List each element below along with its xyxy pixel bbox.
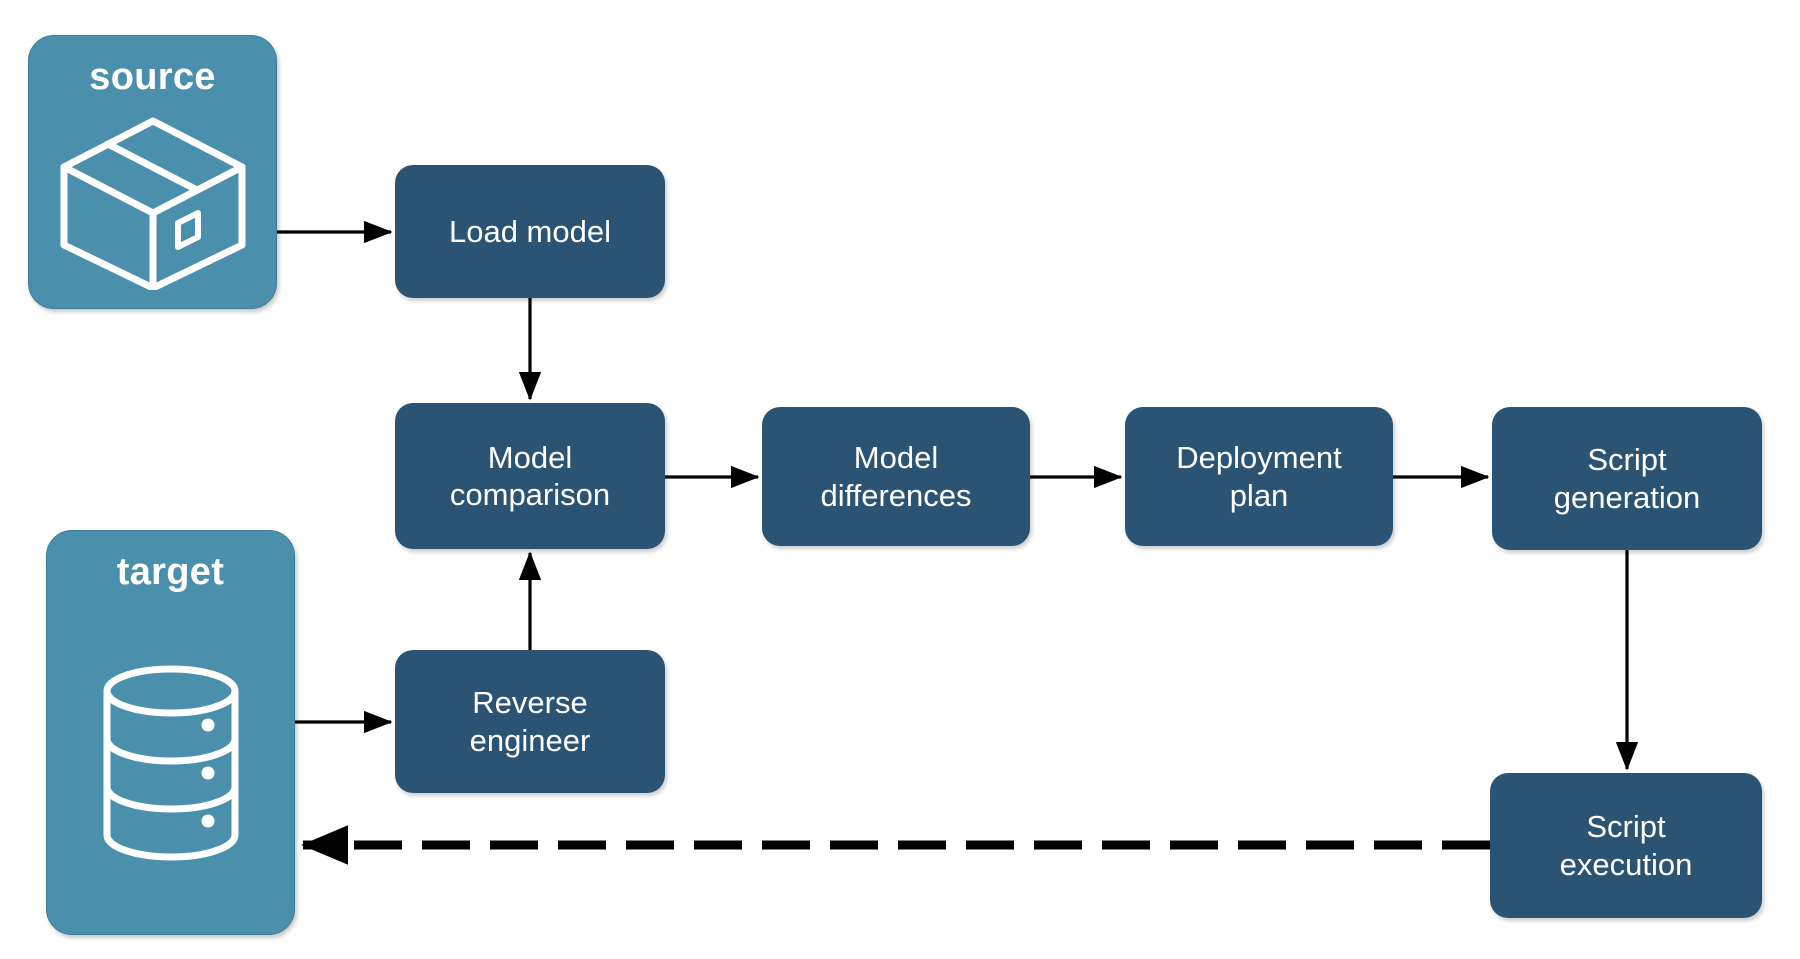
process-model-comparison[interactable]: Model comparison (395, 403, 665, 549)
endpoint-target[interactable]: target (46, 530, 295, 935)
process-load-model-label: Load model (448, 213, 611, 249)
process-script-generation[interactable]: Script generation (1492, 407, 1762, 550)
endpoint-source[interactable]: source (28, 35, 277, 309)
process-reverse-engineer-label: Reverse engineer (469, 685, 591, 758)
database-cylinder-icon (47, 591, 294, 934)
process-deployment-plan-label: Deployment plan (1176, 440, 1342, 513)
process-model-differences[interactable]: Model differences (762, 407, 1030, 546)
process-script-execution[interactable]: Script execution (1490, 773, 1762, 918)
endpoint-target-label: target (116, 551, 225, 593)
process-reverse-engineer[interactable]: Reverse engineer (395, 650, 665, 793)
process-script-generation-label: Script generation (1553, 442, 1701, 515)
package-box-icon (29, 96, 276, 308)
endpoint-source-label: source (89, 56, 216, 98)
process-script-execution-label: Script execution (1559, 809, 1693, 882)
process-load-model[interactable]: Load model (395, 165, 665, 298)
process-deployment-plan[interactable]: Deployment plan (1125, 407, 1393, 546)
process-model-comparison-label: Model comparison (449, 439, 611, 512)
process-model-differences-label: Model differences (820, 440, 972, 513)
